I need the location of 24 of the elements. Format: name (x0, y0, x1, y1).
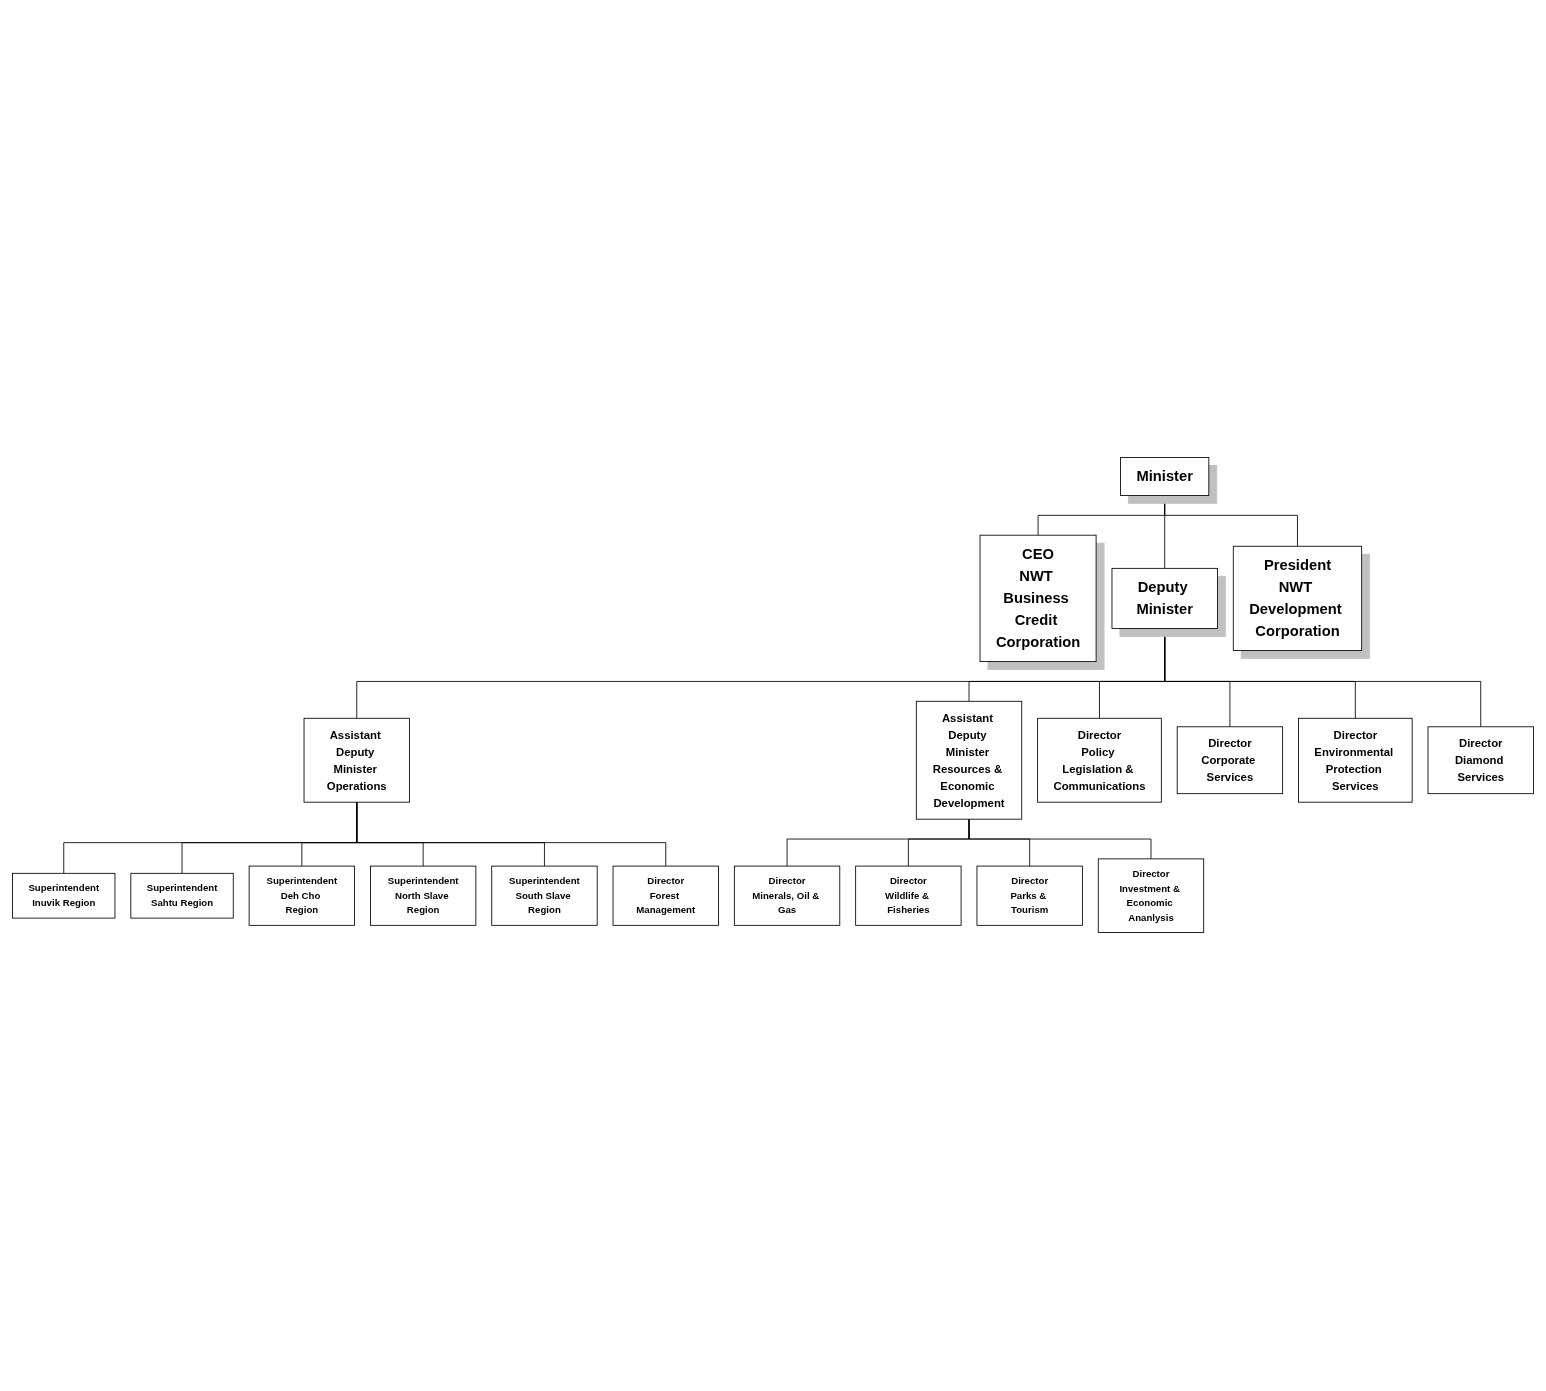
node-box: Superintendent Inuvik Region (12, 873, 116, 919)
node-box: Superintendent North Slave Region (370, 866, 477, 927)
node-box: CEO NWT Business Credit Corporation (979, 535, 1097, 663)
connector (356, 802, 667, 867)
node-box: Director Policy Legislation & Communications (1037, 718, 1162, 804)
node-box: Minister (1120, 457, 1210, 497)
node-box: Superintendent South Slave Region (491, 866, 598, 927)
node-box: Superintendent Deh Cho Region (248, 866, 355, 927)
node-box: Director Corporate Services (1176, 726, 1284, 795)
node-box: Superintendent Sahtu Region (130, 873, 234, 919)
node-box: Director Minerals, Oil & Gas (733, 866, 841, 927)
node-box: Assistant Deputy Minister Resources & Economic Development (915, 701, 1023, 821)
connector (968, 819, 1152, 860)
connector (1164, 495, 1298, 548)
node-box: President NWT Development Corporation (1232, 546, 1363, 652)
node-box: Deputy Minister (1111, 568, 1218, 630)
node-box: Director Parks & Tourism (976, 866, 1083, 927)
connector (1164, 628, 1482, 728)
node-box: Assistant Deputy Minister Operations (303, 718, 410, 804)
node-box: Director Wildlife & Fisheries (855, 866, 962, 927)
node-box: Director Environmental Protection Services (1298, 718, 1413, 804)
node-box: Director Diamond Services (1427, 726, 1534, 795)
node-box: Director Forest Management (612, 866, 719, 927)
node-box: Director Investment & Economic Ananlysis (1097, 858, 1205, 934)
